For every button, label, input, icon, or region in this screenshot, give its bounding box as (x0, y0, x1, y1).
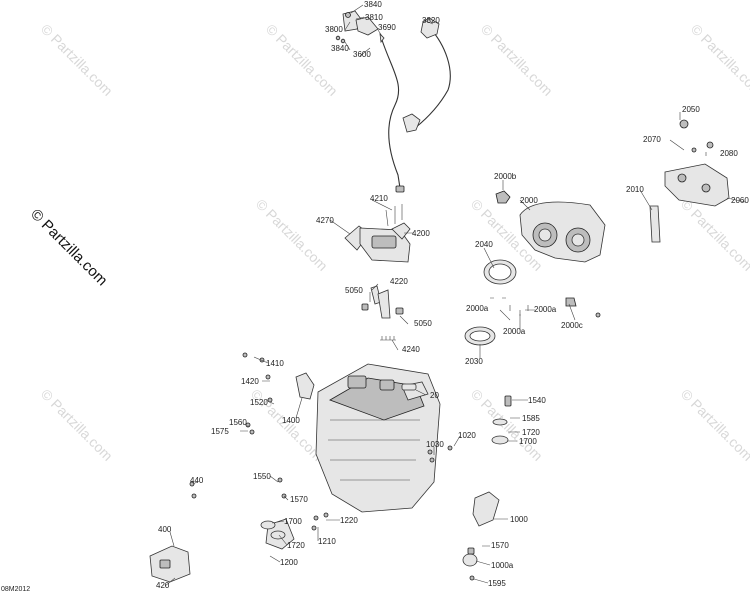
watermark: © Partzilla.com (678, 386, 750, 464)
throttle-body-assembly (344, 204, 411, 341)
callout-label: 1020 (458, 431, 476, 440)
callout-label: 5050 (345, 286, 363, 295)
callout-label: 2000a (534, 305, 557, 314)
callout-label: 2000 (520, 196, 538, 205)
callout-label: 1720 (287, 541, 305, 550)
callout-label: 1540 (528, 396, 546, 405)
callout-label: 1570 (491, 541, 509, 550)
watermark: © Partzilla.com (478, 21, 556, 99)
callout-label: 1560 (229, 418, 247, 427)
diagram-code: 08M2012 (1, 586, 30, 593)
callout-label: 2040 (475, 240, 493, 249)
watermark: © Partzilla.com (38, 21, 116, 99)
exhaust-manifold-assembly (464, 190, 606, 346)
callout-label: 20 (430, 391, 439, 400)
callout-labels: 3840 3810 3820 3800 3690 3840 3600 2050 … (156, 0, 749, 590)
callout-label: 3820 (422, 16, 440, 25)
callout-label: 1210 (318, 537, 336, 546)
callout-label: 2000b (494, 172, 517, 181)
callout-label: 4240 (402, 345, 420, 354)
callout-label: 3840 (364, 0, 382, 9)
callout-label: 1220 (340, 516, 358, 525)
callout-label: 2010 (626, 185, 644, 194)
callout-label: 2060 (731, 196, 749, 205)
watermark: © Partzilla.com (38, 386, 116, 464)
callout-label: 4200 (412, 229, 430, 238)
callout-label: 2000a (503, 327, 526, 336)
callout-label: 1575 (211, 427, 229, 436)
callout-label: 2080 (720, 149, 738, 158)
callout-label: 2070 (643, 135, 661, 144)
engine-block (260, 363, 512, 567)
watermark: © Partzilla.com (678, 196, 750, 274)
callout-label: 2000c (561, 321, 583, 330)
callout-label: 4220 (390, 277, 408, 286)
callout-label: 1700 (519, 437, 537, 446)
watermark-main: © Partzilla.com (27, 206, 110, 289)
throttle-sensor-assembly (335, 10, 451, 193)
leader-lines (164, 4, 746, 587)
callout-label: 1200 (280, 558, 298, 567)
callout-label: 1000 (510, 515, 528, 524)
callout-label: 3600 (353, 50, 371, 59)
callout-label: 1585 (522, 414, 540, 423)
callout-label: 1000a (491, 561, 514, 570)
callout-label: 1400 (282, 416, 300, 425)
callout-label: 3800 (325, 25, 343, 34)
callout-label: 3690 (378, 23, 396, 32)
callout-label: 1570 (290, 495, 308, 504)
callout-label: 1720 (522, 428, 540, 437)
callout-label: 3810 (365, 13, 383, 22)
watermark: © Partzilla.com (253, 196, 331, 274)
callout-label: 5050 (414, 319, 432, 328)
callout-label: 4270 (316, 216, 334, 225)
watermark: © Partzilla.com (688, 21, 750, 99)
callout-label: 1700 (284, 517, 302, 526)
callout-label: 1420 (241, 377, 259, 386)
callout-label: 2050 (682, 105, 700, 114)
callout-label: 1030 (426, 440, 444, 449)
callout-label: 420 (156, 581, 170, 590)
callout-label: 2030 (465, 357, 483, 366)
callout-label: 4210 (370, 194, 388, 203)
callout-label: 1410 (266, 359, 284, 368)
support-bracket (149, 481, 197, 583)
callout-label: 3840 (331, 44, 349, 53)
callout-label: 1595 (488, 579, 506, 588)
callout-label: 1550 (253, 472, 271, 481)
callout-label: 1520 (250, 398, 268, 407)
callout-label: 2000a (466, 304, 489, 313)
callout-label: 440 (190, 476, 204, 485)
engine-mount-bracket (649, 119, 730, 243)
fasteners (242, 352, 475, 581)
callout-label: 400 (158, 525, 172, 534)
